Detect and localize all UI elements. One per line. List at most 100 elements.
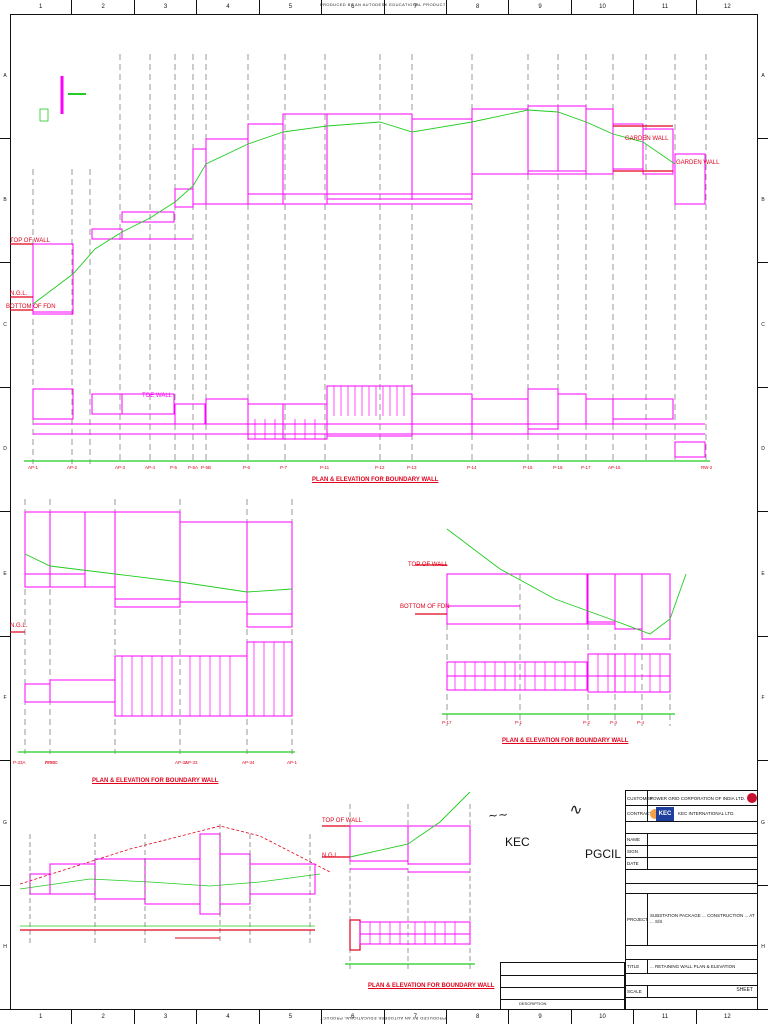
edge-note-top: PRODUCED BY AN AUTODESK EDUCATIONAL PROD… <box>320 2 446 7</box>
caption-middle-left-elevation: PLAN & ELEVATION FOR BOUNDARY WALL <box>92 778 219 784</box>
row-marker-right-f: F <box>758 637 768 761</box>
node-label: P-7 <box>280 465 288 470</box>
row-marker-right-h: H <box>758 886 768 1010</box>
label-bottom-of-fdn-mid: BOTTOM OF FDN <box>400 604 450 610</box>
revision-table: DESCRIPTION <box>500 962 625 1010</box>
contractor-value: KEC INTERNATIONAL LTD. <box>678 810 735 816</box>
node-label: AP-34 <box>242 760 255 765</box>
node-label: RW-2 <box>701 465 713 470</box>
customer-label: CUSTOMER <box>626 791 653 805</box>
node-label: AP-3 <box>115 465 126 470</box>
contractor-label: CONTRACTOR <box>626 805 659 821</box>
node-label: AP-33 <box>185 760 198 765</box>
node-label: P-6 <box>243 465 251 470</box>
column-marker-bottom-2: 2 <box>72 1010 135 1024</box>
row-marker-right-a: A <box>758 14 768 139</box>
column-marker-top-1: 1 <box>10 0 73 14</box>
row-marker-left-e: E <box>0 512 10 637</box>
node-label: P-11 <box>320 465 330 470</box>
signature-kec: ~~ <box>487 807 509 823</box>
node-label: AP-15 <box>608 465 621 470</box>
column-marker-top-9: 9 <box>509 0 572 14</box>
title-label: TITLE <box>626 959 648 973</box>
node-label: P-14 <box>467 465 477 470</box>
column-marker-bottom-4: 4 <box>197 1010 260 1024</box>
customer-emblem-icon <box>747 793 757 803</box>
node-label: P-13 <box>407 465 417 470</box>
row-marker-left-a: A <box>0 14 10 139</box>
caption-bottom-middle-elevation: PLAN & ELEVATION FOR BOUNDARY WALL <box>368 983 495 989</box>
row-marker-left-b: B <box>0 139 10 263</box>
column-marker-bottom-1: 1 <box>10 1010 73 1024</box>
caption-top-elevation: PLAN & ELEVATION FOR BOUNDARY WALL <box>312 477 439 483</box>
column-marker-top-4: 4 <box>197 0 260 14</box>
node-label: AP-1 <box>28 465 39 470</box>
revision-description-label: DESCRIPTION <box>519 1001 547 1006</box>
node-label: P-5A <box>188 465 199 470</box>
node-label: P-12 <box>375 465 385 470</box>
column-marker-top-2: 2 <box>72 0 135 14</box>
column-marker-top-12: 12 <box>724 4 731 10</box>
column-marker-top-6: 6 <box>322 0 385 14</box>
kec-logo: KEC <box>656 807 674 821</box>
row-marker-left-h: H <box>0 886 10 1010</box>
node-label: P-16 <box>553 465 563 470</box>
column-marker-bottom-6: 6 <box>322 1010 385 1024</box>
column-marker-bottom-10: 10 <box>572 1010 635 1024</box>
bottom-middle-section <box>322 791 475 969</box>
label-top-of-wall-mid: TOP OF WALL <box>408 562 448 568</box>
column-marker-top-5: 5 <box>260 0 323 14</box>
name-label: NAME <box>626 833 648 845</box>
customer-value: POWER GRID CORPORATION OF INDIA LTD. <box>650 795 746 801</box>
label-ngl-bottom: N.G.L. <box>322 853 340 859</box>
middle-right-elevation <box>415 528 687 726</box>
bottom-left-section <box>19 824 331 944</box>
column-marker-top-11: 11 <box>634 0 697 14</box>
column-marker-top-3: 3 <box>135 0 198 14</box>
edge-note-bottom: PRODUCED BY AN AUTODESK EDUCATIONAL PROD… <box>320 1016 446 1021</box>
title-block: CUSTOMER POWER GRID CORPORATION OF INDIA… <box>625 790 758 1010</box>
row-marker-right-g: G <box>758 761 768 886</box>
drawing-frame <box>10 14 758 1010</box>
node-label: P-5 <box>170 465 178 470</box>
column-marker-bottom-5: 5 <box>260 1010 323 1024</box>
column-marker-bottom-8: 8 <box>447 1010 510 1024</box>
column-marker-top-7: 7 <box>385 0 447 14</box>
node-label: P-1 <box>515 720 523 725</box>
node-label: P-15 <box>523 465 533 470</box>
signature-company-kec: KEC <box>505 835 530 849</box>
node-label: P-17 <box>581 465 591 470</box>
label-toe-wall: TOE WALL <box>142 393 173 399</box>
signature-company-pgcil: PGCIL <box>585 847 622 861</box>
label-bottom-of-fdn: BOTTOM OF FDN <box>6 304 56 310</box>
column-marker-bottom-12: 12 <box>724 1014 731 1020</box>
node-label: P-30 <box>45 760 55 765</box>
contractor-emblem-icon <box>650 809 660 819</box>
node-label: P-2 <box>583 720 591 725</box>
column-marker-bottom-9: 9 <box>509 1010 572 1024</box>
node-label: P-4 <box>637 720 645 725</box>
row-marker-left-g: G <box>0 761 10 886</box>
node-label: AP-4 <box>145 465 156 470</box>
row-marker-right-e: E <box>758 512 768 637</box>
label-garden-wall-2: GARDEN WALL <box>676 160 720 166</box>
label-top-of-wall-bottom: TOP OF WALL <box>322 818 362 824</box>
row-marker-right-b: B <box>758 139 768 263</box>
top-elevation <box>10 54 710 464</box>
sheet-label: SHEET <box>736 987 753 993</box>
scale-label: SCALE <box>626 985 648 997</box>
column-marker-bottom-7: 7 <box>385 1010 447 1024</box>
node-label: AP-32 <box>175 760 188 765</box>
column-marker-top-10: 10 <box>572 0 635 14</box>
row-marker-right-d: D <box>758 388 768 512</box>
boundary-wall-drawing <box>10 54 710 969</box>
project-value: SUBSTATION PACKAGE ... CONSTRUCTION ... … <box>650 913 755 924</box>
node-label: AP-2 <box>67 465 78 470</box>
node-label: P-3 <box>610 720 618 725</box>
row-marker-left-c: C <box>0 263 10 388</box>
sign-label: SIGN <box>626 845 648 857</box>
node-label: AP-30 <box>45 760 58 765</box>
